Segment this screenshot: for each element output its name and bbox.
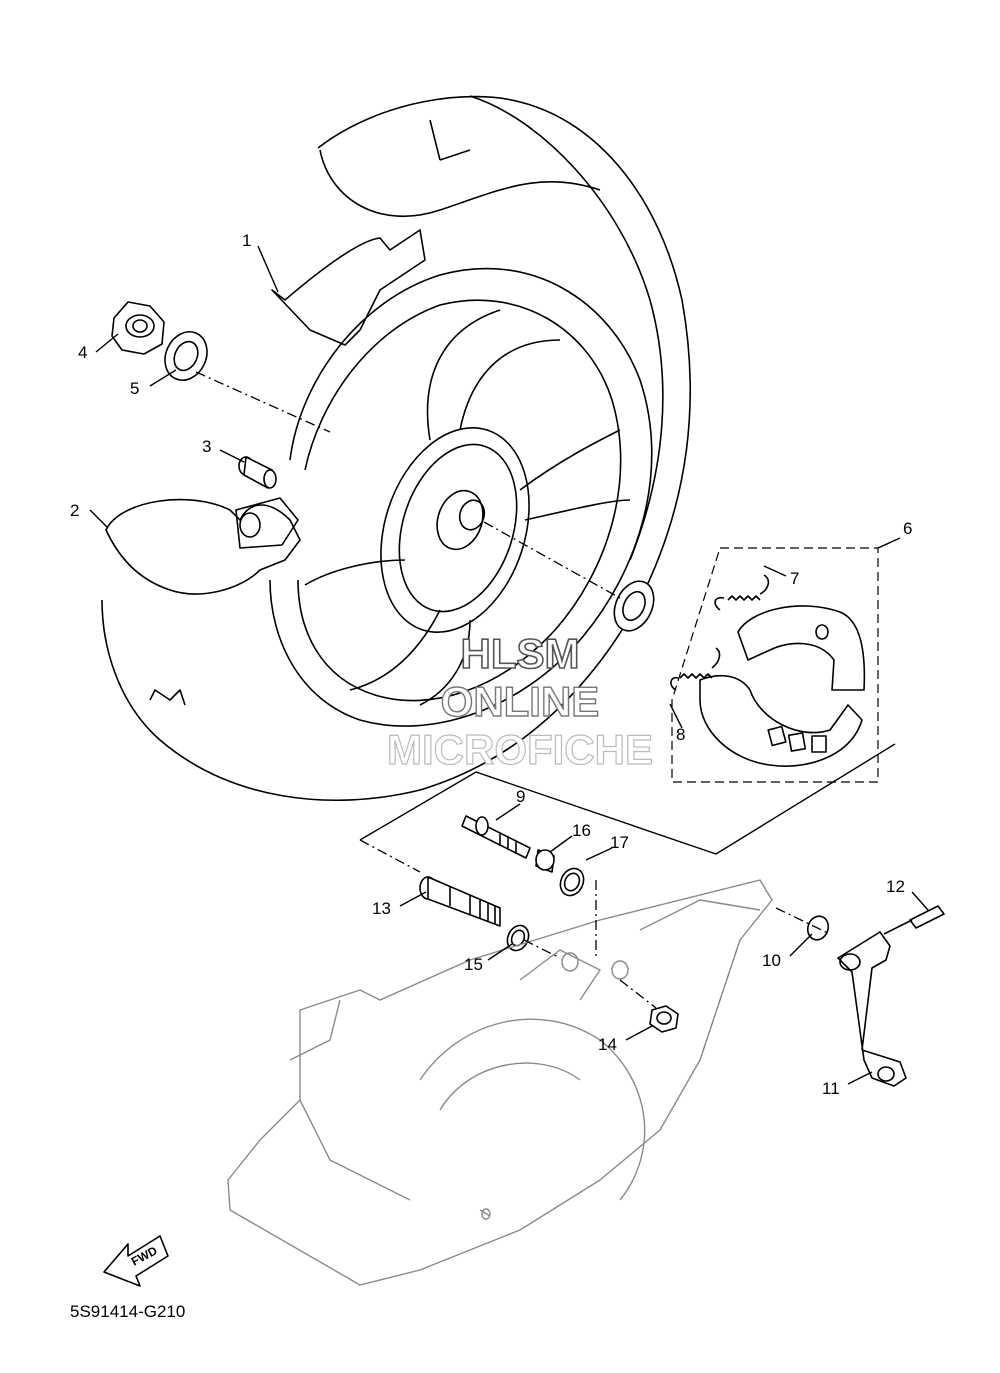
assembly-outline-left bbox=[359, 839, 421, 873]
callout-13: 13 bbox=[372, 899, 391, 918]
hub-washer bbox=[613, 580, 655, 632]
flange-nut-14 bbox=[649, 1005, 679, 1033]
watermark-line-3: MICROFICHE bbox=[387, 726, 653, 773]
watermark-line-1: HLSM bbox=[461, 630, 580, 677]
watermark: HLSM ONLINE MICROFICHE bbox=[386, 629, 653, 773]
lever-centerline bbox=[775, 907, 831, 935]
oil-seal-17 bbox=[559, 867, 585, 897]
shaft-collar-16 bbox=[535, 849, 555, 873]
axle-centerline-2 bbox=[483, 521, 621, 599]
callout-12: 12 bbox=[886, 877, 905, 896]
alignment-line-3 bbox=[619, 979, 657, 1009]
engine-crankcase bbox=[227, 879, 773, 1286]
callout-2: 2 bbox=[70, 501, 79, 520]
callout-6: 6 bbox=[903, 519, 912, 538]
axle-centerline-1 bbox=[195, 371, 331, 433]
axle-nut bbox=[111, 301, 165, 355]
lever-bolt bbox=[883, 905, 945, 935]
callout-7: 7 bbox=[790, 569, 799, 588]
callout-3: 3 bbox=[202, 437, 211, 456]
brake-camshaft bbox=[461, 815, 531, 859]
wheel-bracket bbox=[235, 497, 299, 549]
callout-9: 9 bbox=[516, 787, 525, 806]
callout-17: 17 bbox=[610, 833, 629, 852]
brake-spring-lower bbox=[670, 647, 721, 691]
watermark-line-2: ONLINE bbox=[441, 678, 600, 725]
brake-cam-lever bbox=[837, 931, 907, 1087]
axle-washer bbox=[164, 331, 208, 381]
callout-1: 1 bbox=[242, 231, 251, 250]
callout-8: 8 bbox=[676, 725, 685, 744]
alignment-line-2 bbox=[523, 939, 561, 959]
brake-shaft-13 bbox=[419, 876, 501, 927]
brake-spring-upper bbox=[714, 574, 770, 611]
rear-wheel-tire bbox=[101, 95, 692, 802]
callout-10: 10 bbox=[762, 951, 781, 970]
brake-shoe-kit bbox=[670, 547, 879, 783]
forward-arrow: FWD bbox=[103, 1235, 169, 1287]
callout-16: 16 bbox=[572, 821, 591, 840]
callout-5: 5 bbox=[130, 379, 139, 398]
diagram-code: 5S91414-G210 bbox=[70, 1302, 185, 1321]
assembly-outline-top bbox=[359, 743, 896, 855]
wheel-axle-collar bbox=[238, 456, 277, 489]
callout-15: 15 bbox=[464, 955, 483, 974]
o-ring-15 bbox=[506, 924, 530, 952]
leader-lines bbox=[89, 245, 929, 1085]
callout-11: 11 bbox=[822, 1079, 840, 1098]
callout-14: 14 bbox=[598, 1035, 617, 1054]
callout-4: 4 bbox=[78, 343, 87, 362]
